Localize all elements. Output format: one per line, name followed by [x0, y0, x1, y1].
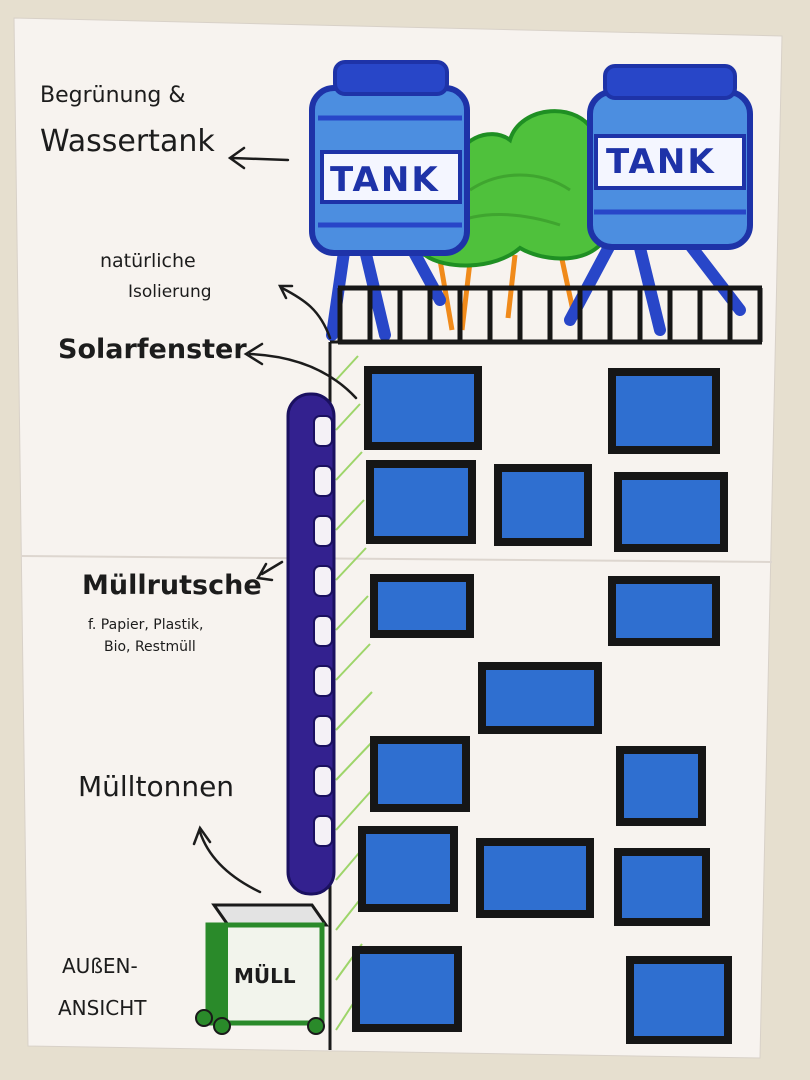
garbage-chute	[286, 392, 336, 896]
paper-fold	[21, 555, 773, 563]
arrow-chute	[256, 560, 284, 582]
window	[614, 472, 728, 552]
window	[358, 826, 458, 912]
window	[614, 848, 710, 926]
chute-detail-line1: f. Papier, Plastik,	[88, 617, 204, 633]
chute-label: Müllrutsche	[82, 570, 262, 601]
window	[476, 838, 594, 918]
tank-left-label: TANK	[330, 160, 440, 200]
window	[626, 956, 732, 1044]
insulation-label-line2: Isolierung	[128, 282, 212, 302]
window	[352, 946, 462, 1032]
windows	[352, 366, 732, 1044]
garbage-bin	[195, 903, 329, 1035]
window	[608, 368, 720, 454]
water-tank-left	[309, 60, 470, 341]
insulation-label-line1: natürliche	[100, 250, 196, 272]
arrow-greening	[227, 146, 290, 170]
greening-label-line2: Wassertank	[40, 124, 215, 159]
arrow-insulation	[277, 284, 332, 340]
arrow-bins	[192, 825, 262, 894]
window	[494, 464, 592, 546]
chute-detail-line2: Bio, Restmüll	[104, 639, 196, 655]
window	[370, 736, 470, 812]
window	[616, 746, 706, 826]
tank-right-label: TANK	[606, 142, 716, 182]
view-label-line2: ANSICHT	[58, 996, 147, 1020]
view-label-line1: AUßEN-	[62, 954, 138, 978]
bin-label: MÜLL	[234, 964, 296, 988]
window	[364, 366, 482, 450]
greening-label-line1: Begrünung &	[40, 83, 186, 108]
bins-label: Mülltonnen	[78, 770, 235, 803]
window	[608, 576, 720, 646]
arrow-solar	[243, 342, 358, 400]
annotation-arrows	[192, 146, 358, 894]
window	[366, 460, 476, 544]
green-facade	[335, 355, 375, 1031]
window	[478, 662, 602, 734]
window	[370, 574, 474, 638]
solar-windows-label: Solarfenster	[58, 334, 247, 365]
roof-railing	[337, 285, 763, 345]
